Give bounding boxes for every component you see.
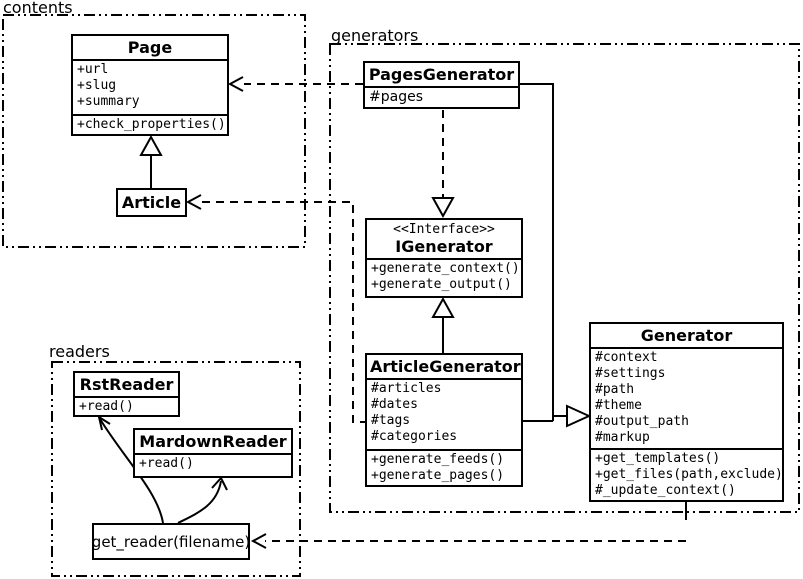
hollow-triangle-icon	[566, 404, 592, 428]
open-arrowhead-icon	[97, 414, 111, 431]
attribute-row: #dates	[371, 397, 418, 412]
open-arrowhead-icon	[211, 476, 228, 491]
attribute-row: #settings	[595, 366, 666, 381]
attribute-row: #pages	[369, 89, 423, 105]
open-arrowhead-icon	[250, 533, 267, 549]
class-igenerator-name: IGenerator	[395, 237, 493, 256]
class-articlegenerator-name: ArticleGenerator	[370, 357, 521, 376]
class-article: Article	[116, 188, 187, 217]
package-label-readers: readers	[49, 342, 110, 361]
method-row: +check_properties()	[77, 117, 226, 132]
get-reader-label: get_reader(filename)	[91, 532, 251, 551]
class-rstreader-methods: +read()	[75, 396, 178, 415]
package-label-contents: contents	[3, 0, 73, 17]
attribute-row: #categories	[371, 429, 458, 444]
package-frame-generators	[329, 43, 800, 513]
get-reader-box: get_reader(filename)	[92, 523, 250, 560]
open-arrowhead-icon	[227, 76, 244, 92]
package-frame-readers	[51, 361, 301, 577]
attribute-row: +slug	[77, 78, 117, 93]
method-row: +read()	[139, 456, 194, 471]
class-articlegenerator-attributes: #articles #dates #tags #categories	[367, 378, 521, 449]
method-row: +generate_pages()	[371, 468, 505, 483]
class-igenerator-title: <<Interface>> IGenerator	[367, 220, 521, 258]
hollow-triangle-icon	[431, 197, 455, 219]
method-row: +get_templates()	[595, 451, 721, 466]
method-row: +generate_feeds()	[371, 452, 505, 467]
attribute-row: +summary	[77, 94, 140, 109]
hollow-triangle-icon	[431, 296, 455, 318]
class-articlegenerator-methods: +generate_feeds() +generate_pages()	[367, 449, 521, 485]
attribute-row: #articles	[371, 381, 442, 396]
method-row: +read()	[79, 399, 134, 414]
method-row: +generate_context()	[371, 261, 520, 276]
class-pagesgenerator: PagesGenerator #pages	[363, 61, 520, 109]
class-page: Page +url +slug +summary +check_properti…	[71, 34, 229, 136]
class-generator-attributes: #context #settings #path #theme #output_…	[591, 347, 782, 448]
class-igenerator: <<Interface>> IGenerator +generate_conte…	[365, 218, 523, 298]
class-article-name: Article	[121, 193, 182, 212]
class-markdownreader-methods: +read()	[135, 453, 291, 476]
class-articlegenerator: ArticleGenerator #articles #dates #tags …	[365, 353, 523, 487]
edge-pagesgenerator-to-page-dependency	[227, 76, 363, 92]
hollow-triangle-icon	[139, 134, 163, 156]
class-rstreader: RstReader +read()	[73, 371, 180, 417]
method-row: #_update_context()	[595, 483, 736, 498]
class-generator-name: Generator	[640, 326, 733, 345]
class-pagesgenerator-name: PagesGenerator	[368, 65, 515, 84]
attribute-row: #path	[595, 382, 635, 397]
class-igenerator-methods: +generate_context() +generate_output()	[367, 258, 521, 296]
edge-generator-to-getreader-dependency	[250, 502, 687, 549]
attribute-row: #tags	[371, 413, 411, 428]
class-rstreader-name: RstReader	[79, 375, 174, 394]
edge-generators-to-generator-generalization	[520, 83, 592, 428]
edge-article-to-page-generalization	[139, 134, 163, 188]
class-generator: Generator #context #settings #path #them…	[589, 322, 784, 502]
attribute-row: #markup	[595, 430, 650, 445]
attribute-row: #output_path	[595, 414, 689, 429]
edge-articlegenerator-to-igenerator-generalization	[431, 296, 455, 353]
edge-getreader-to-markdownreader-arrow	[177, 476, 228, 524]
class-page-attributes: +url +slug +summary	[73, 59, 227, 114]
method-row: +generate_output()	[371, 277, 512, 292]
attribute-row: #theme	[595, 398, 642, 413]
package-frame-contents	[2, 14, 306, 248]
edge-articlegenerator-to-article-dependency	[185, 194, 365, 423]
class-markdownreader-name: MardownReader	[139, 432, 287, 451]
class-pagesgenerator-attributes: #pages	[365, 86, 518, 107]
class-igenerator-stereotype: <<Interface>>	[393, 222, 495, 237]
class-markdownreader: MardownReader +read()	[133, 428, 293, 478]
open-arrowhead-icon	[185, 194, 202, 210]
class-generator-methods: +get_templates() +get_files(path,exclude…	[591, 448, 782, 500]
package-label-generators: generators	[331, 26, 419, 45]
class-page-methods: +check_properties()	[73, 114, 227, 134]
class-page-name: Page	[127, 38, 173, 57]
method-row: +get_files(path,exclude)	[595, 467, 783, 482]
attribute-row: +url	[77, 62, 109, 77]
attribute-row: #context	[595, 350, 658, 365]
edge-pagesgenerator-to-igenerator-realization	[431, 110, 455, 219]
